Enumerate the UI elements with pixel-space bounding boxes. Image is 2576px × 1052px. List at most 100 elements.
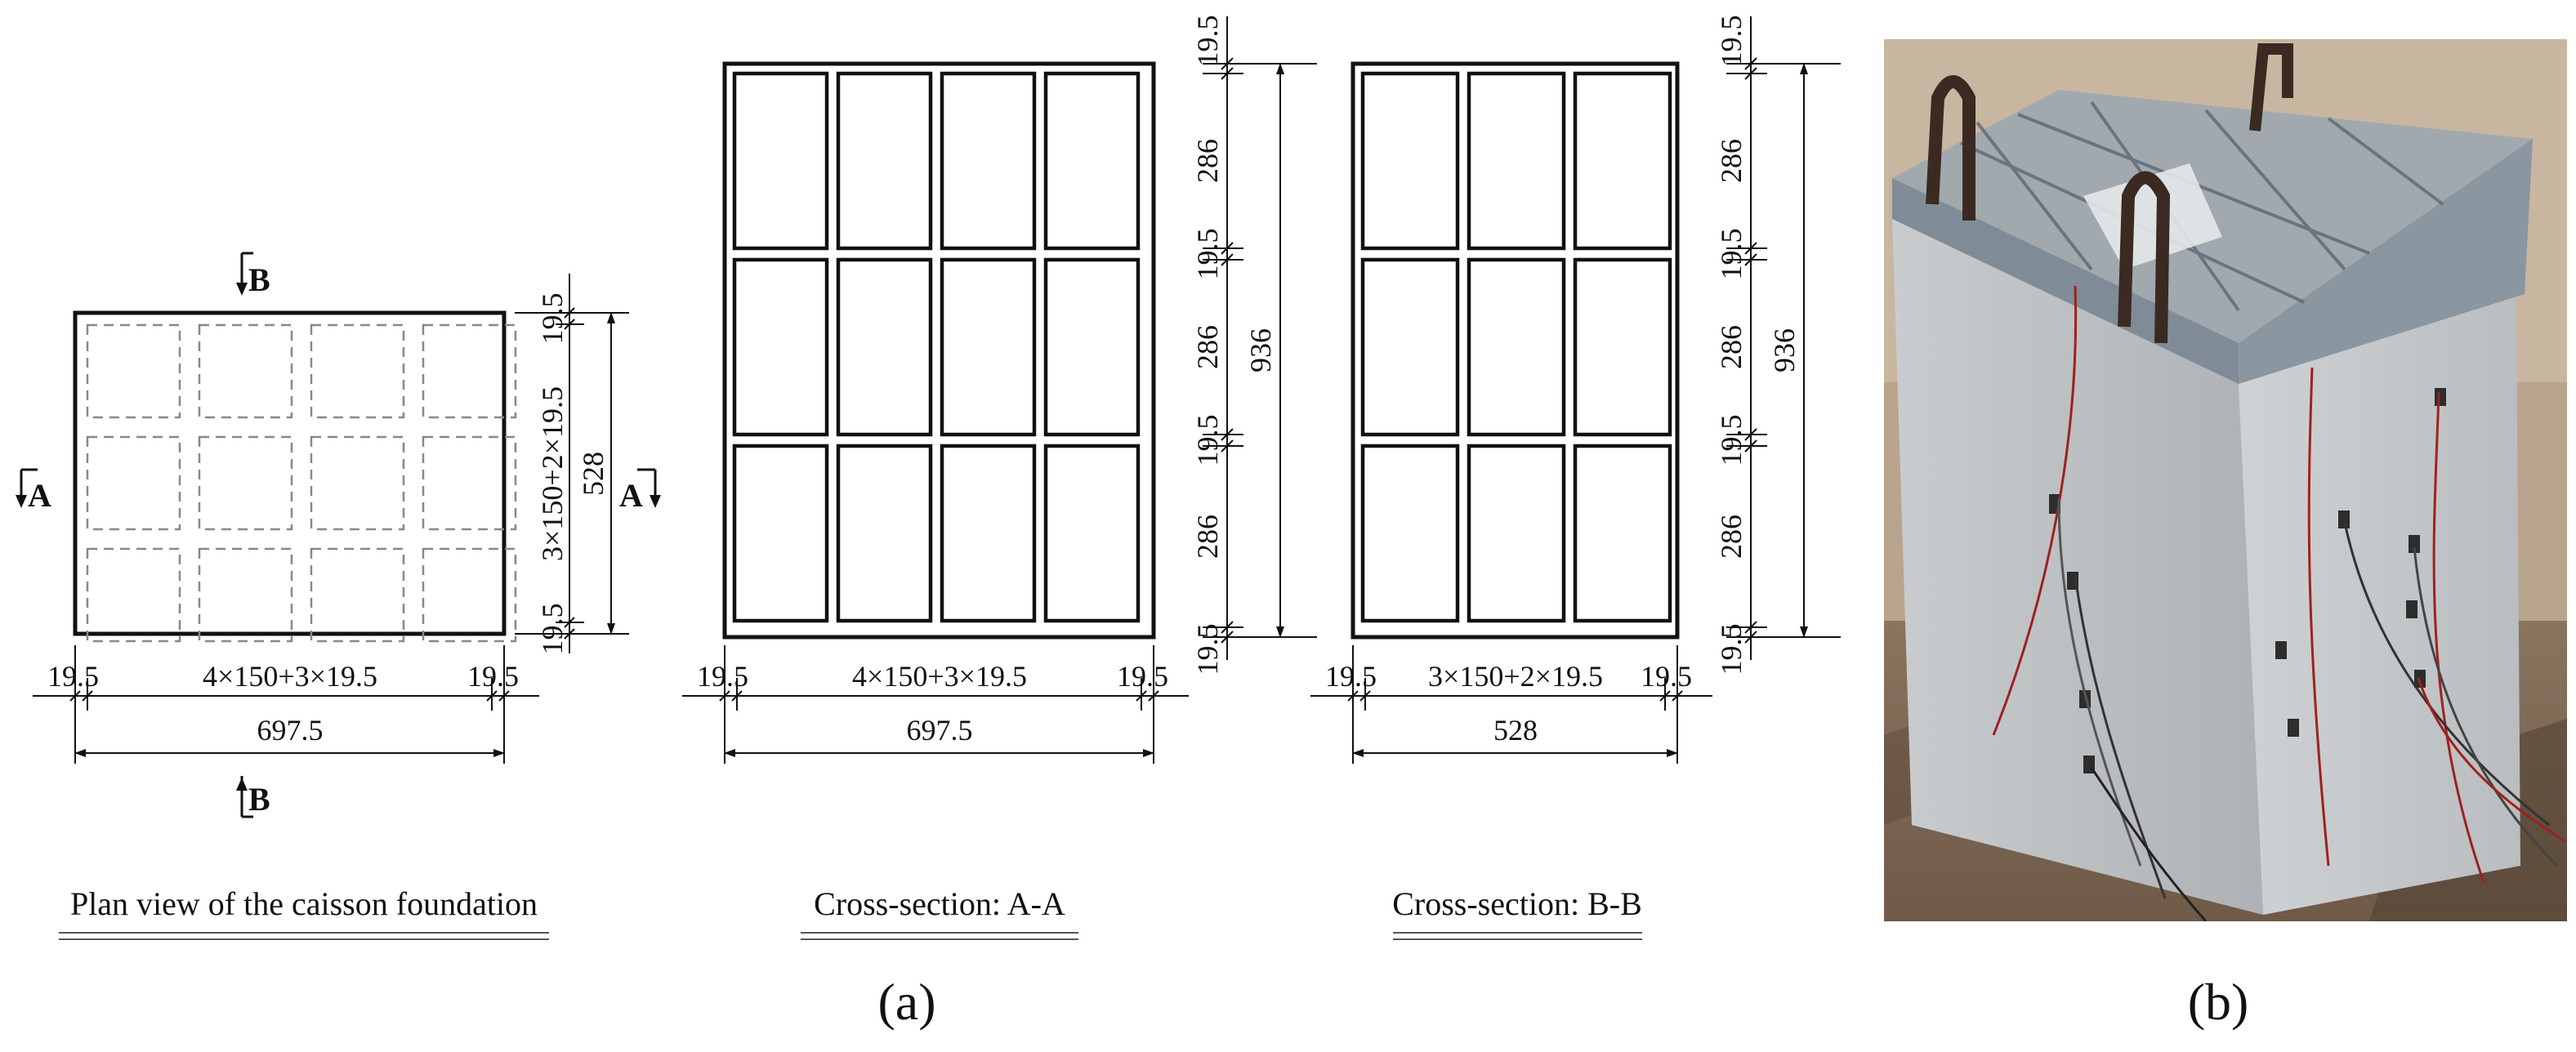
plan-cell (422, 435, 517, 531)
dim-total-height-label: 936 (1244, 328, 1277, 372)
plan-dim-wall-left: 19.5 (47, 660, 99, 693)
section-aa-cell (732, 71, 829, 251)
caisson-side-face (2239, 294, 2520, 915)
lifting-hook-left (1926, 75, 1976, 221)
section-aa: 19.5 4×150+3×19.5 19.5 697.5 19.528619.5… (682, 16, 1317, 940)
plan-dim-width-total: 697.5 (257, 714, 324, 747)
sensor-cables (1992, 285, 2566, 921)
section-aa-caption: Cross-section: A-A (814, 885, 1065, 922)
aa-dim-wall-right: 19.5 (1117, 660, 1168, 693)
section-bb-cell (1360, 257, 1460, 437)
lifting-hook-center (2118, 171, 2171, 344)
section-label-a-right: A (619, 477, 643, 514)
lifting-hook-right (2249, 43, 2293, 132)
plan-cell (198, 323, 293, 419)
plan-cell (198, 435, 293, 531)
dim-height-label: 19.5 (1191, 624, 1224, 675)
plan-cell (198, 547, 293, 643)
section-bb-cell (1467, 444, 1566, 623)
plan-dim-wall-top: 19.5 (536, 293, 569, 345)
dim-height-label: 19.5 (1191, 415, 1224, 466)
section-bb-caption: Cross-section: B-B (1392, 885, 1642, 922)
plan-dim-vertical (515, 274, 629, 653)
plan-cell (310, 547, 405, 643)
section-bb-outline (1351, 61, 1680, 640)
dim-height-label: 19.5 (1715, 229, 1748, 280)
section-marker-a-left: A (16, 468, 51, 514)
dim-height-label: 286 (1191, 325, 1224, 369)
section-marker-a-right: A (619, 468, 661, 514)
aa-dim-width-total: 697.5 (907, 714, 973, 747)
plan-view: B B A A (16, 252, 661, 940)
section-bb-cell (1467, 71, 1566, 251)
section-aa-cell (732, 257, 829, 437)
panel-label-a: (a) (877, 973, 935, 1031)
section-aa-cell (1043, 71, 1141, 251)
bb-dim-wall-left: 19.5 (1325, 660, 1377, 693)
plan-dim-width-sum: 4×150+3×19.5 (203, 660, 377, 693)
plan-cell (422, 547, 517, 643)
section-aa-outline (722, 61, 1156, 640)
section-label-a-left: A (28, 477, 51, 514)
caisson-photo (1884, 39, 2567, 921)
section-label-b-bottom: B (248, 781, 270, 818)
plan-cell (86, 323, 181, 419)
dim-height-label: 19.5 (1191, 229, 1224, 280)
plan-dim-height-total: 528 (577, 452, 609, 496)
section-aa-cell (732, 444, 829, 623)
plan-cell (310, 435, 405, 531)
section-aa-cell (836, 257, 933, 437)
plan-cell (86, 547, 181, 643)
dim-total-height-label: 936 (1768, 328, 1801, 372)
bb-dim-width-total: 528 (1493, 714, 1538, 747)
dim-height-label: 19.5 (1715, 624, 1748, 675)
bb-dim-wall-right: 19.5 (1641, 660, 1692, 693)
section-aa-cell (940, 444, 1037, 623)
section-marker-b-bottom: B (236, 776, 270, 818)
aa-dim-vertical-labels: 19.5 286 19.5 286 19.5 286 19.5 936 (1191, 16, 1277, 675)
caisson-front-face (1892, 219, 2263, 915)
plan-dim-wall-bottom: 19.5 (536, 604, 569, 655)
dim-height-label: 286 (1191, 515, 1224, 559)
section-bb-cell (1360, 444, 1460, 623)
plan-dim-height-sum: 3×150+2×19.5 (536, 386, 569, 561)
dim-height-label: 286 (1715, 515, 1748, 559)
aa-dim-horizontal (682, 645, 1189, 764)
section-bb-cells (1360, 71, 1672, 623)
plan-outline (73, 310, 507, 636)
section-aa-cell (1043, 257, 1141, 437)
section-aa-cell (1043, 444, 1141, 623)
section-aa-cell (836, 71, 933, 251)
section-bb-cell (1573, 444, 1672, 623)
plan-dim-horizontal (33, 645, 539, 764)
dim-height-label: 19.5 (1715, 16, 1748, 67)
panel-label-b: (b) (2188, 973, 2249, 1031)
section-aa-cell (940, 257, 1037, 437)
plan-cells (86, 323, 517, 643)
aa-dim-vertical (1203, 16, 1317, 660)
section-marker-b-top: B (236, 252, 270, 298)
section-bb-cell (1573, 257, 1672, 437)
bb-dim-vertical (1726, 16, 1841, 660)
aa-dim-width-sum: 4×150+3×19.5 (852, 660, 1027, 693)
dim-height-label: 19.5 (1715, 415, 1748, 466)
plan-dim-wall-right: 19.5 (467, 660, 519, 693)
section-label-b-top: B (248, 261, 270, 298)
section-aa-cell (940, 71, 1037, 251)
section-aa-cell (836, 444, 933, 623)
section-bb-cell (1360, 71, 1460, 251)
section-aa-cells (732, 71, 1141, 623)
section-bb-cell (1573, 71, 1672, 251)
dim-height-label: 286 (1715, 139, 1748, 183)
section-bb: 19.5 3×150+2×19.5 19.5 528 19.5 286 19.5 28… (1310, 16, 1841, 940)
dim-height-label: 19.5 (1191, 16, 1224, 67)
section-bb-cell (1467, 257, 1566, 437)
plan-cell (310, 323, 405, 419)
dim-height-label: 286 (1191, 139, 1224, 183)
bb-dim-width-sum: 3×150+2×19.5 (1428, 660, 1603, 693)
plan-caption: Plan view of the caisson foundation (70, 885, 538, 922)
aa-dim-wall-left: 19.5 (697, 660, 748, 693)
plan-cell (86, 435, 181, 531)
